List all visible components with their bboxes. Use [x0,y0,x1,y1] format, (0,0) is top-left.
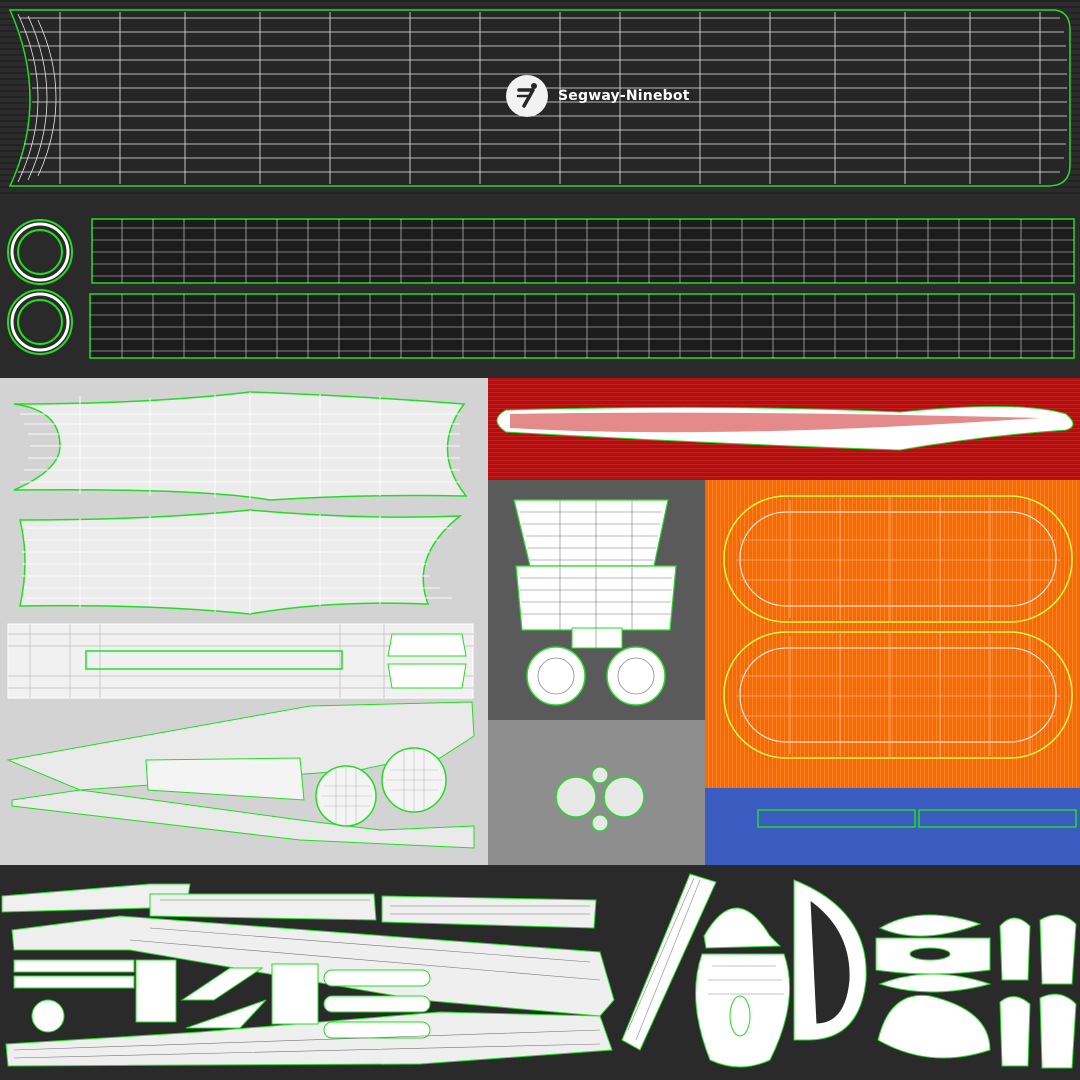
segway-ninebot-logo-icon [506,75,548,117]
fender-panel-uv [6,701,475,849]
light-gray-panel-bg [488,720,705,865]
frame-parts-uv [1,883,615,1067]
bearing-caps-uv [555,766,645,832]
light-strip-uv [496,405,1074,451]
brand-name: Segway-Ninebot [558,88,690,104]
body-shell-uv [13,391,468,615]
handle-post-uv [621,873,867,1068]
axle-housing-uv [513,499,677,706]
wheel-ring-uv [7,219,73,355]
blue-strip-uv [757,809,1077,828]
foot-pad-uv [723,495,1073,759]
misc-parts-uv [875,914,1077,1069]
side-panel-uv [7,623,474,699]
tire-tread-strip-uv [89,218,1075,359]
brand-logo: Segway-Ninebot [506,75,690,117]
